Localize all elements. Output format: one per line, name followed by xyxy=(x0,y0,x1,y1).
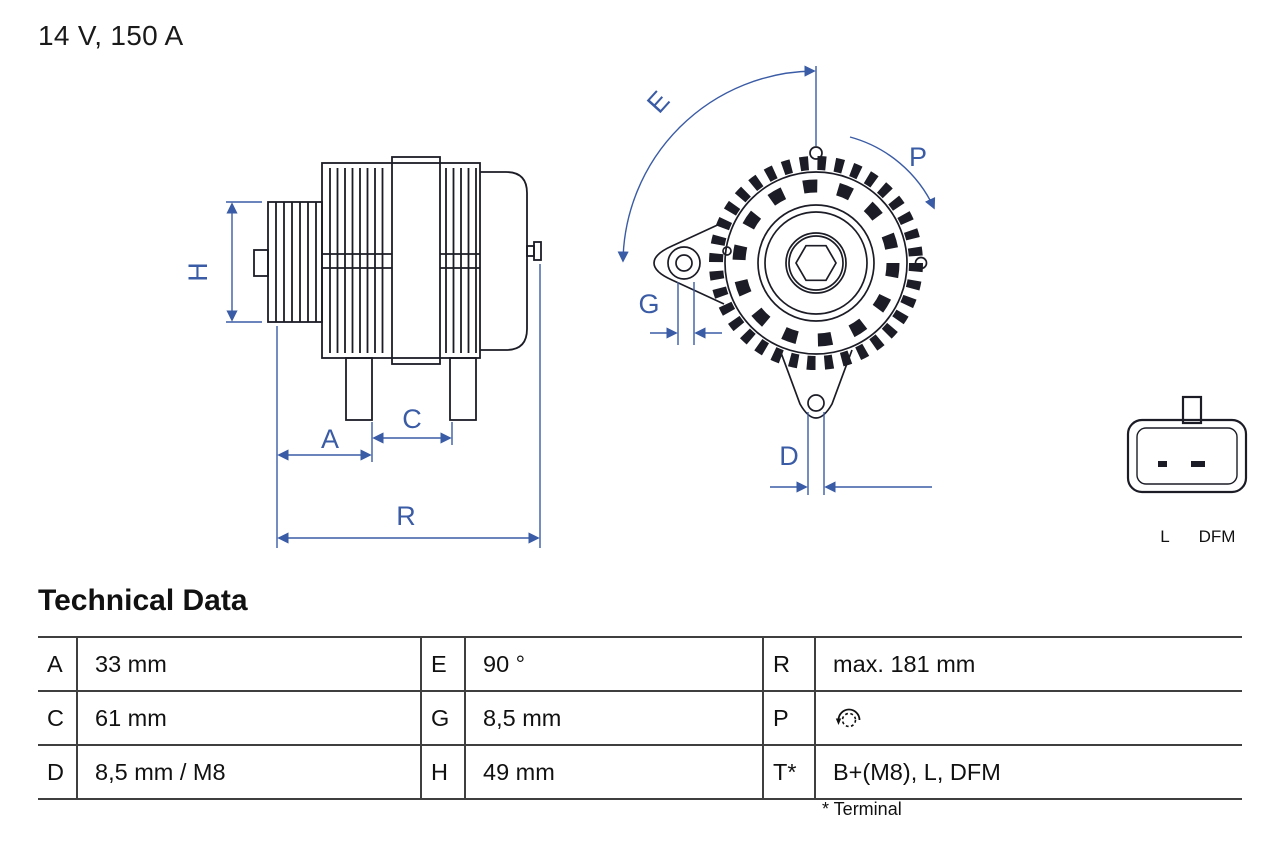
pulley-ribs xyxy=(275,202,317,322)
mounting-foot-left xyxy=(345,357,373,421)
dim-g-extensions xyxy=(677,282,695,345)
dim-c-value-cell: 61 mm xyxy=(76,692,420,744)
dim-p-value-cell xyxy=(814,692,1242,744)
voltage-amperage-title: 14 V, 150 A xyxy=(38,20,184,51)
bottom-foot-hole xyxy=(807,394,825,412)
counterclockwise-rotation-icon xyxy=(835,708,861,728)
dim-g-label-cell: G xyxy=(420,692,464,744)
right-lug-hole xyxy=(914,256,928,270)
mounting-foot-right xyxy=(449,357,477,421)
front-fins xyxy=(329,168,384,353)
rear-cover xyxy=(480,171,528,351)
arm-hole xyxy=(675,254,693,272)
shaft-stub xyxy=(253,249,269,277)
dim-r-value-cell: max. 181 mm xyxy=(814,638,1242,690)
connector-plug: L DFM xyxy=(1126,395,1248,546)
connector-body xyxy=(1126,418,1248,494)
connector-label-dfm: DFM xyxy=(1199,527,1236,546)
terminal-value-cell: B+(M8), L, DFM xyxy=(814,746,1242,798)
dimension-label-a: A xyxy=(321,424,339,454)
connector-pin-l xyxy=(1158,461,1167,467)
terminal-label-cell: T* xyxy=(762,746,814,798)
terminal-footnote: * Terminal xyxy=(822,799,902,819)
dimension-label-r: R xyxy=(396,501,416,531)
inner-ring-outer xyxy=(757,204,875,322)
hub-boss xyxy=(785,232,847,294)
dim-a-value-cell: 33 mm xyxy=(76,638,420,690)
table-row: C 61 mm G 8,5 mm P xyxy=(38,692,1242,746)
rear-fins xyxy=(445,168,477,353)
dim-h-label-cell: H xyxy=(420,746,464,798)
housing-body xyxy=(321,162,481,359)
dim-h-value-cell: 49 mm xyxy=(464,746,762,798)
connector-label-l: L xyxy=(1160,527,1169,546)
dimension-lines xyxy=(226,65,936,548)
dim-r-label-cell: R xyxy=(762,638,814,690)
dimension-labels: H C A R E P G D xyxy=(183,85,927,531)
terminal-bolt xyxy=(526,245,535,257)
dim-d-extensions xyxy=(807,412,825,495)
shaft-hex-nut xyxy=(795,244,837,282)
hub-circle xyxy=(788,235,844,291)
dim-c-label-cell: C xyxy=(47,704,64,731)
terminal-nut xyxy=(533,241,542,261)
alternator-side-view xyxy=(253,156,542,421)
technical-data-heading: Technical Data xyxy=(38,584,248,617)
dimension-label-p: P xyxy=(909,142,927,172)
connector-pin-dfm xyxy=(1191,461,1205,467)
technical-data-table: A 33 mm E 90 ° R max. 181 mm C 61 mm G 8… xyxy=(38,636,1242,800)
dimension-label-e: E xyxy=(641,85,675,118)
outer-ring xyxy=(724,171,908,355)
bottom-foot xyxy=(779,349,853,419)
alternator-technical-drawing: H C A R E P G D L DFM xyxy=(183,65,1248,548)
dim-acr-extensions xyxy=(276,264,541,548)
cooling-teeth-ring xyxy=(709,156,923,370)
table-row: D 8,5 mm / M8 H 49 mm T* B+(M8), L, DFM xyxy=(38,746,1242,800)
connector-tab xyxy=(1181,395,1203,425)
dimension-label-g: G xyxy=(638,289,659,319)
dim-p-label-cell: P xyxy=(762,692,814,744)
dim-e-arc xyxy=(617,65,816,263)
dim-a-label-cell: A xyxy=(47,650,63,677)
housing-midlines xyxy=(322,253,480,269)
top-lug-hole xyxy=(809,146,823,160)
dim-d-value-cell: 8,5 mm / M8 xyxy=(76,746,420,798)
connector-inner-outline xyxy=(1136,427,1238,485)
dim-h-extensions xyxy=(226,201,262,323)
dim-d-label-cell: D xyxy=(47,758,64,785)
dim-g-value-cell: 8,5 mm xyxy=(464,692,762,744)
dim-e-label-cell: E xyxy=(420,638,464,690)
dimension-label-c: C xyxy=(402,404,422,434)
dimension-label-h: H xyxy=(183,262,213,282)
stator-band xyxy=(391,156,441,365)
alternator-front-view xyxy=(653,146,928,419)
vent-slot-ring xyxy=(732,179,900,347)
arm-boss xyxy=(667,246,701,280)
dimension-label-d: D xyxy=(779,441,799,471)
rotation-direction-arrow xyxy=(849,136,936,210)
inner-ring-inner xyxy=(764,211,868,315)
table-row: A 33 mm E 90 ° R max. 181 mm xyxy=(38,638,1242,692)
dim-e-value-cell: 90 ° xyxy=(464,638,762,690)
